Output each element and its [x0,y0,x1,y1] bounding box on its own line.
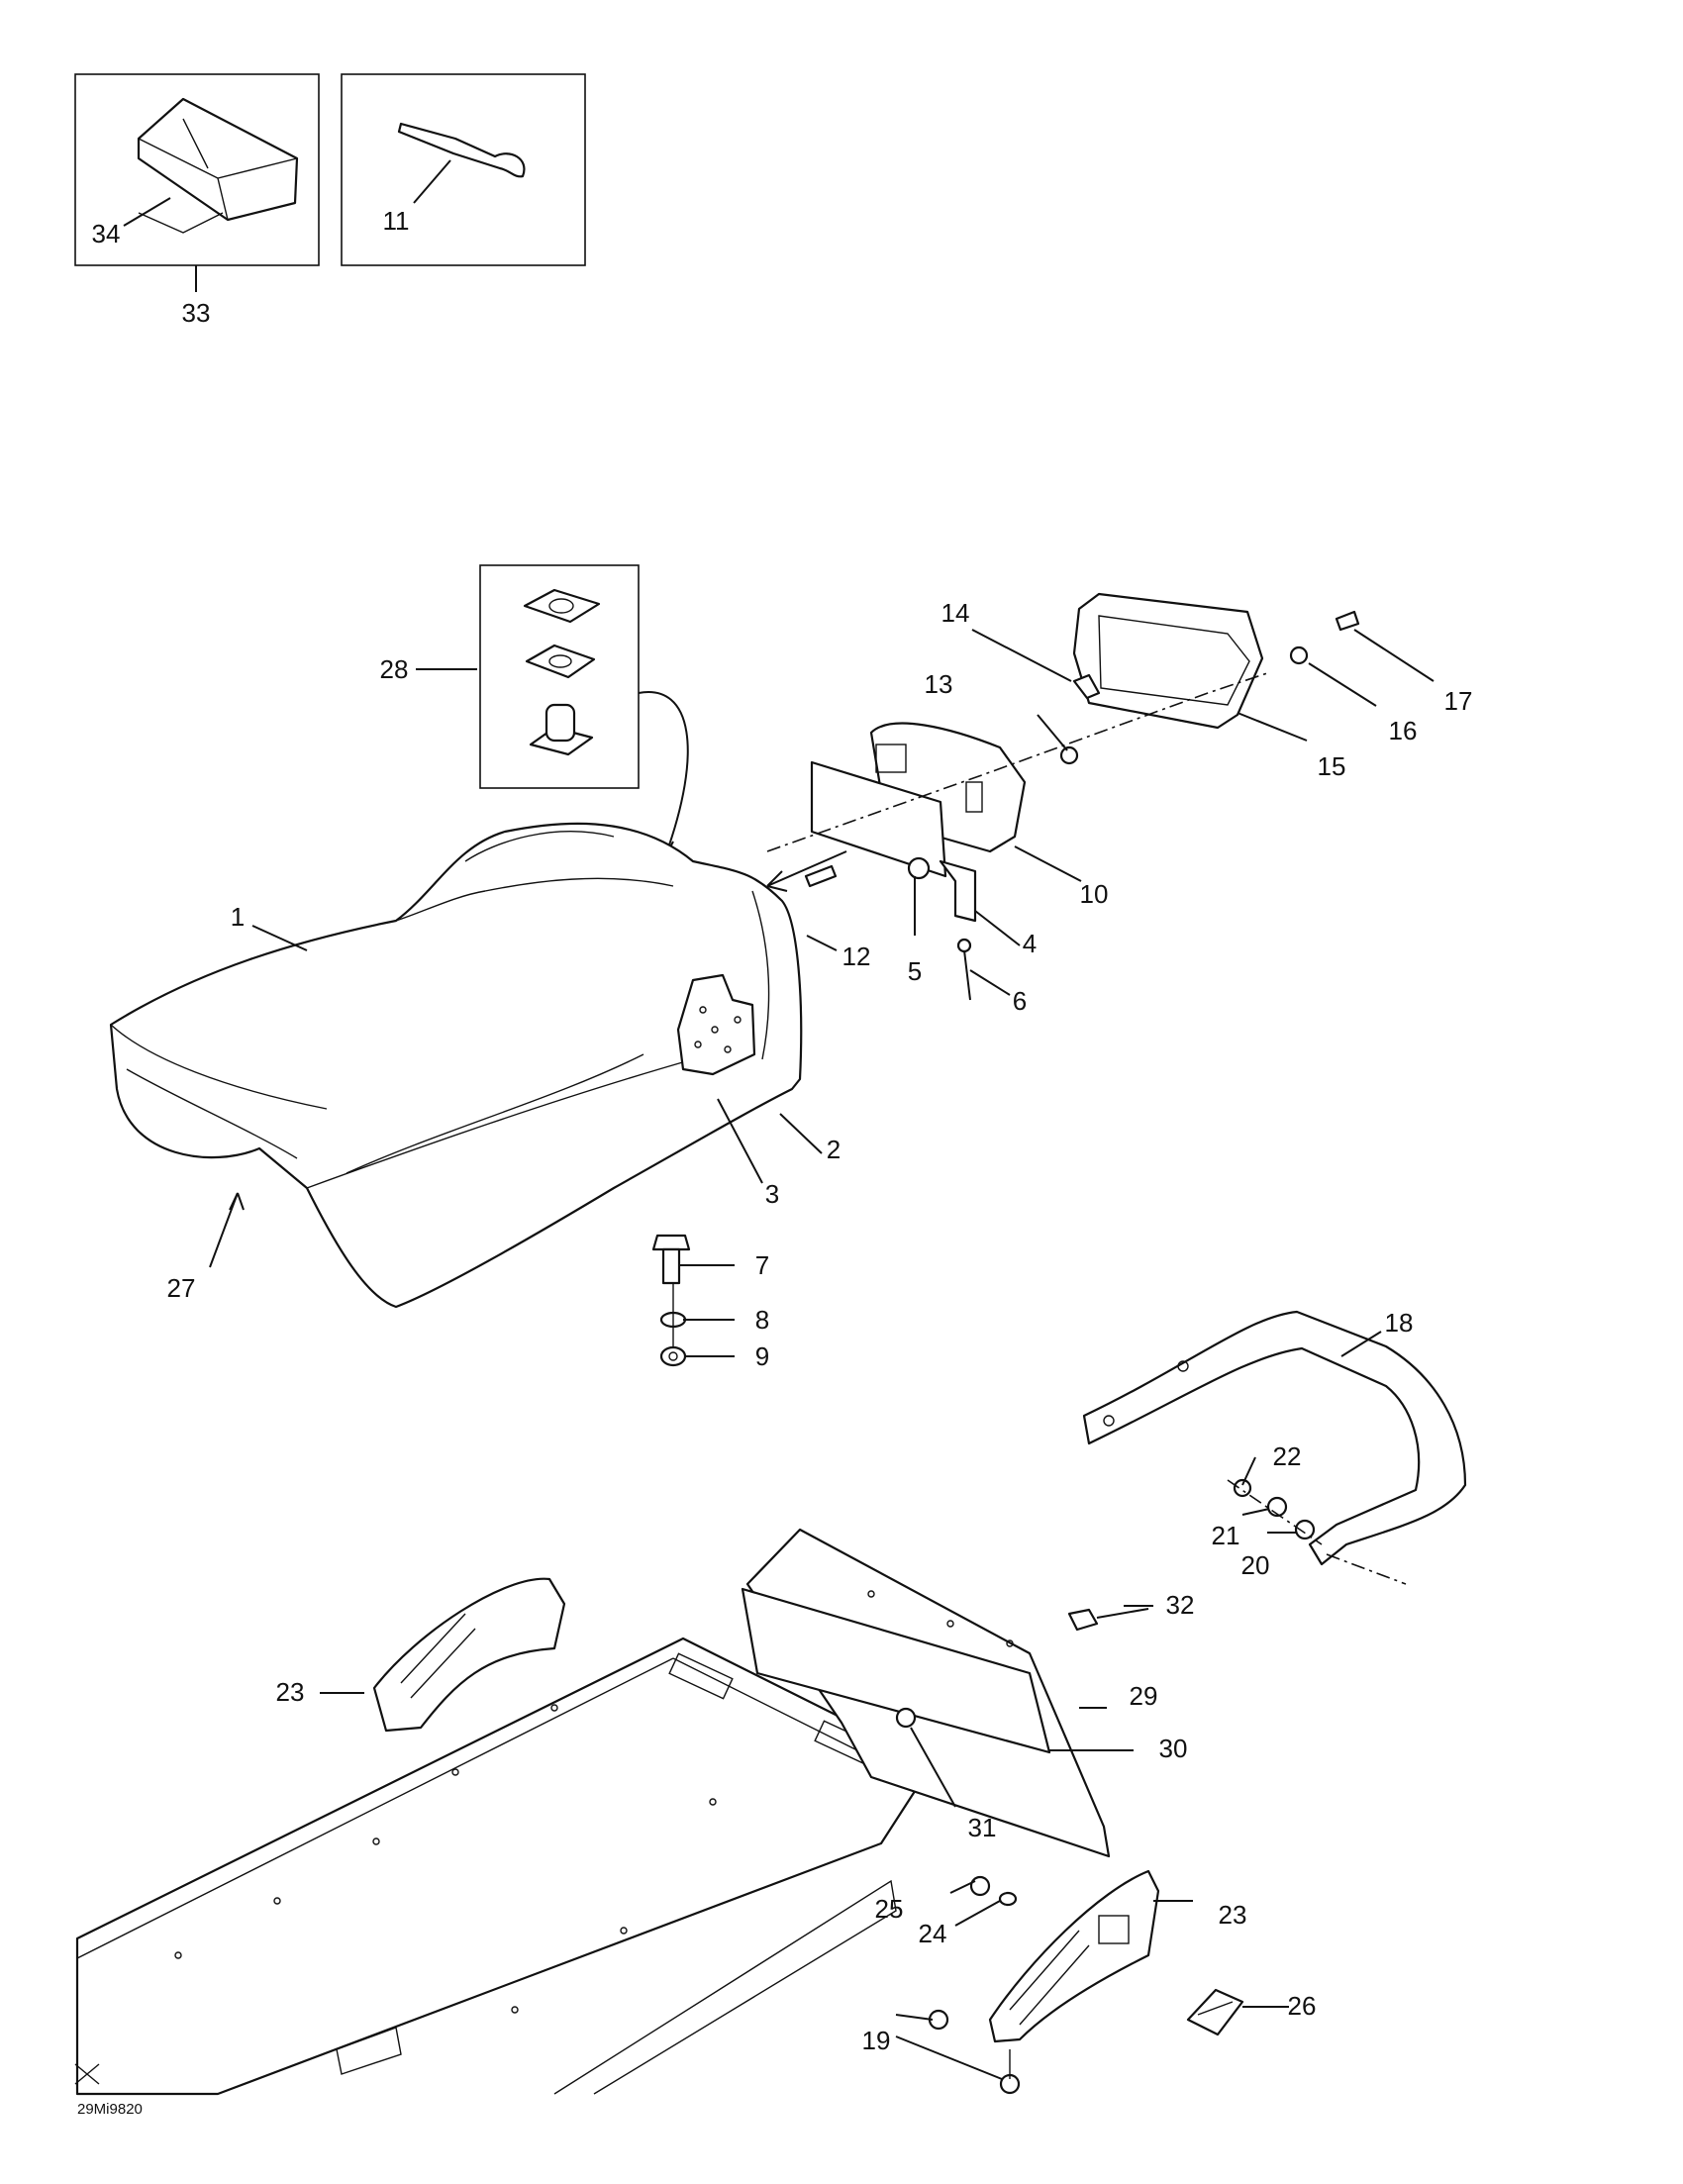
callout-17: 17 [1444,686,1473,716]
callout-28: 28 [380,654,409,684]
callout-21: 21 [1212,1521,1240,1550]
inset-seat-cover [74,73,320,292]
callout-8: 8 [755,1305,769,1335]
callout-14: 14 [941,598,970,628]
callout-23b: 23 [1219,1900,1247,1930]
callout-11: 11 [383,206,410,236]
snow-flap [741,1528,1149,1858]
callout-31: 31 [968,1813,997,1842]
callout-32: 32 [1166,1590,1195,1620]
callout-6: 6 [1013,986,1027,1016]
drawing-code-label: 29Mi9820 [77,2101,143,2118]
callout-16: 16 [1389,716,1418,745]
callout-24: 24 [919,1919,947,1948]
taillight-assembly [766,592,1360,1001]
callout-27: 27 [167,1273,196,1303]
callout-22: 22 [1273,1441,1302,1471]
callout-1: 1 [231,902,245,932]
callout-33: 33 [182,298,211,328]
end-cap-right [988,1869,1160,2043]
callout-23a: 23 [276,1677,305,1707]
reflector [1186,1988,1244,2036]
callout-26: 26 [1288,1991,1317,2021]
drawing-code: 29Mi9820 [74,2063,143,2118]
callout-30: 30 [1159,1734,1188,1763]
inset-spanner-wrench [341,73,586,266]
latch-kit-box [416,564,689,857]
callout-18: 18 [1385,1308,1414,1338]
callout-15: 15 [1318,751,1346,781]
callout-3: 3 [765,1179,779,1209]
callout-9: 9 [755,1341,769,1371]
callout-4: 4 [1023,929,1037,958]
fasteners-bottom [928,1875,1021,2095]
callout-7: 7 [755,1250,769,1280]
callout-5: 5 [908,956,922,986]
seat-bolt-stack [651,1234,691,1367]
callout-12: 12 [842,942,871,971]
callout-29: 29 [1130,1681,1158,1711]
callout-34: 34 [92,219,121,248]
tunnel [75,1637,923,2096]
callout-19: 19 [862,2026,891,2055]
callout-13: 13 [925,669,953,699]
callout-20: 20 [1241,1550,1270,1580]
callout-2: 2 [827,1135,841,1164]
callout-25: 25 [875,1894,904,1924]
callout-10: 10 [1080,879,1109,909]
end-cap-left [372,1577,566,1733]
seat [109,822,803,1309]
callout-labels: 1 2 3 4 5 6 7 8 9 10 11 12 13 14 15 16 1… [92,206,1473,2055]
grab-handle [1082,1310,1467,1585]
leader-lines [209,629,1435,2080]
